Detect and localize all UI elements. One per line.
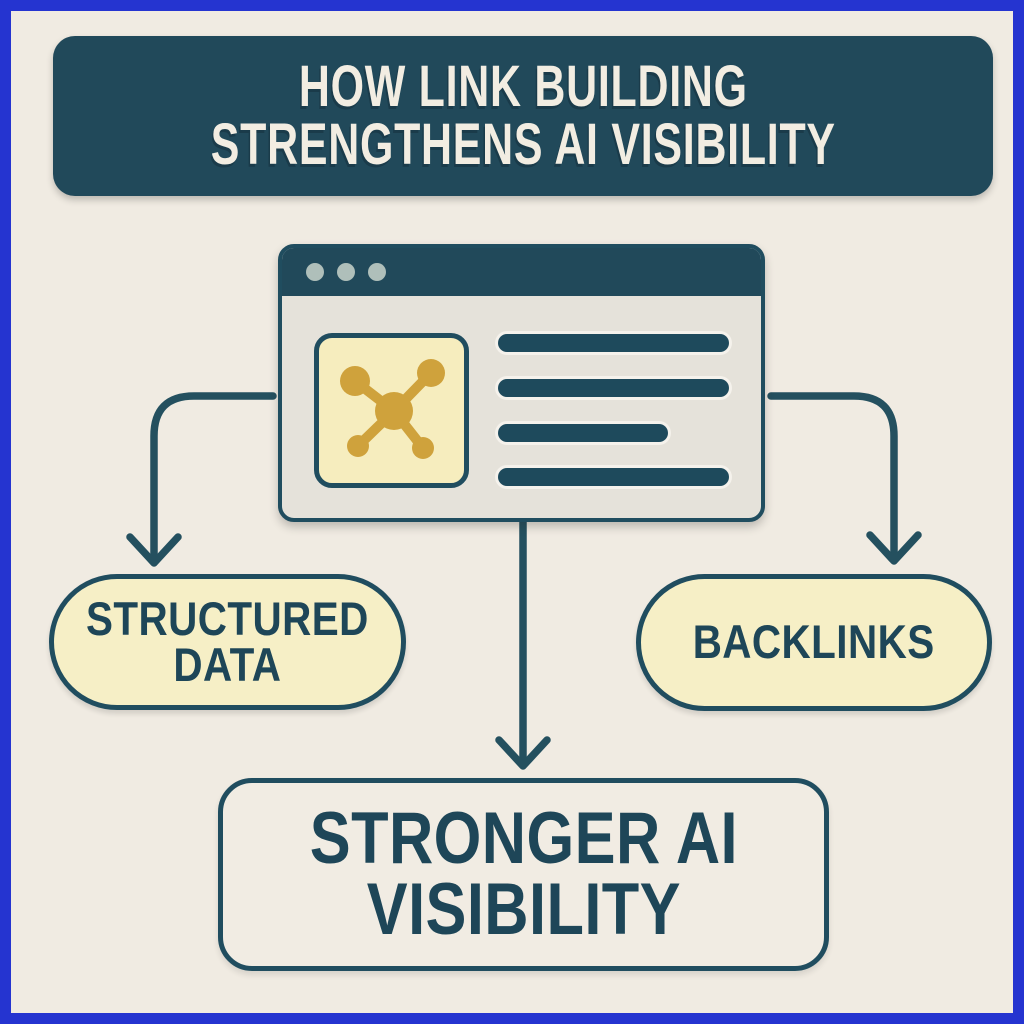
structured-data-line-2: DATA bbox=[173, 638, 282, 691]
arrow-casing bbox=[764, 389, 901, 561]
result-line-2: VISIBILITY bbox=[366, 868, 681, 950]
node-structured-data: STRUCTURED DATA bbox=[49, 574, 406, 710]
arrow-shaft bbox=[767, 392, 898, 558]
arrow-head-icon bbox=[866, 531, 922, 565]
browser-titlebar bbox=[282, 248, 761, 296]
title-banner: HOW LINK BUILDING STRENGTHENS AI VISIBIL… bbox=[53, 36, 993, 196]
node-stronger-ai-visibility: STRONGER AI VISIBILITY bbox=[218, 778, 829, 971]
result-line-1: STRONGER AI bbox=[309, 797, 738, 879]
stronger-ai-visibility-label: STRONGER AI VISIBILITY bbox=[309, 797, 738, 950]
text-line-bar bbox=[498, 468, 729, 486]
structured-data-line-1: STRUCTURED bbox=[86, 591, 369, 645]
backlinks-label: BACKLINKS bbox=[693, 615, 935, 669]
page-title-line-1: HOW LINK BUILDING bbox=[298, 54, 748, 119]
arrow-to-structured-data bbox=[126, 392, 277, 567]
connector-arrows bbox=[123, 389, 925, 773]
window-button-icon bbox=[306, 263, 324, 281]
structured-data-icon-box bbox=[314, 333, 469, 488]
arrow-head-icon bbox=[495, 736, 551, 770]
arrow-head-icon bbox=[126, 533, 182, 567]
page-title-line-2: STRENGTHENS AI VISIBILITY bbox=[210, 112, 836, 177]
text-line-bar bbox=[498, 379, 729, 397]
browser-window bbox=[278, 244, 765, 522]
backlinks-line-1: BACKLINKS bbox=[693, 615, 935, 669]
text-line-bar bbox=[498, 334, 729, 352]
arrow-casing bbox=[147, 389, 280, 563]
browser-content bbox=[282, 296, 761, 518]
node-backlinks: BACKLINKS bbox=[636, 574, 992, 711]
window-button-icon bbox=[368, 263, 386, 281]
structured-data-label: STRUCTURED DATA bbox=[86, 591, 369, 691]
network-nodes-icon bbox=[340, 359, 445, 459]
text-line-bar bbox=[498, 424, 668, 442]
arrow-to-stronger-ai-visibility bbox=[495, 507, 551, 770]
arrow-shaft bbox=[150, 392, 277, 560]
page-title: HOW LINK BUILDING STRENGTHENS AI VISIBIL… bbox=[211, 58, 836, 174]
window-button-icon bbox=[337, 263, 355, 281]
arrow-to-backlinks bbox=[767, 392, 922, 565]
